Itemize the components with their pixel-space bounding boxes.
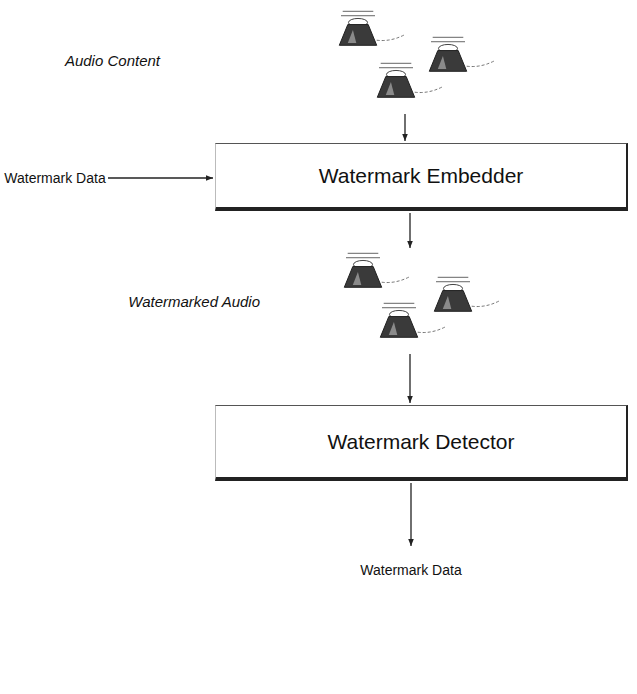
flow-arrow [409,213,410,248]
speaker-cone [377,77,414,98]
process-box: Watermark Detector [215,405,628,481]
box-label: Watermark Detector [315,430,526,454]
data-label: Watermark Data [360,562,461,578]
speaker-icon [344,253,409,287]
flow-arrow [108,177,213,178]
audio-group: Audio Content [330,8,480,112]
speaker-icon [380,303,445,337]
speaker-top [341,11,375,15]
speaker-cable [415,87,442,92]
audio-group: Watermarked Audio [335,250,485,352]
group-heading: Watermarked Audio [128,293,260,310]
box-label: Watermark Embedder [307,164,536,188]
speaker-shade [386,82,395,95]
speaker-cable [382,277,409,282]
speaker-cone [380,317,417,338]
flow-arrow [409,354,410,403]
speaker-cable [467,61,494,66]
speaker-cone [344,267,381,288]
speaker-top [382,303,416,307]
speaker-icon [377,63,442,97]
data-node: Watermark Data [360,548,462,592]
speaker-shade [443,296,452,309]
speaker-cable [377,35,404,40]
speaker-icon [429,37,494,71]
data-label: Watermark Data [4,170,105,186]
flow-arrow [404,114,405,141]
data-node: Watermark Data [4,156,106,200]
speaker-shade [389,322,398,335]
speaker-illustration [330,8,480,112]
speaker-icon [434,277,499,311]
speaker-cone [339,25,376,46]
process-box: Watermark Embedder [215,143,628,211]
speaker-shade [348,30,357,43]
speaker-icon [339,11,404,45]
speaker-cable [472,301,499,306]
speaker-cone [429,51,466,72]
speaker-top [431,37,465,41]
speaker-top [379,63,413,67]
group-heading: Audio Content [65,52,160,69]
speaker-top [346,253,380,257]
speaker-cone [434,291,471,312]
speaker-shade [353,272,362,285]
speaker-top [436,277,470,281]
speaker-cable [418,327,445,332]
speaker-shade [438,56,447,69]
speaker-illustration [335,250,485,352]
flow-arrow [410,483,411,546]
